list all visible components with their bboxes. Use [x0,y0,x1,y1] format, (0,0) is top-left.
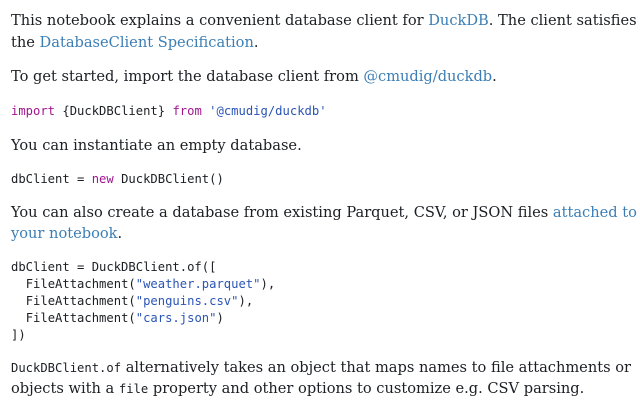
instantiate-paragraph: You can instantiate an empty database. [11,137,302,154]
get-started-text: . [492,68,497,85]
file-attachment-call: FileAttachment( [25,277,136,291]
intro-text: . [253,34,259,51]
files-text: You can also create a database from exis… [11,204,553,221]
outro-text: property and other options to customize … [148,380,585,397]
code-close: ) [216,311,224,325]
code-indent [11,294,26,308]
file-string-cars: "cars.json" [135,311,217,325]
inline-code-duckdbclient-of: DuckDBClient.of [11,361,122,375]
duckdb-link[interactable]: DuckDB [428,12,489,29]
database-client-spec-link[interactable]: DatabaseClient Specification [39,34,254,51]
import-names: {DuckDBClient} [55,104,173,118]
cmudig-duckdb-link[interactable]: @cmudig/duckdb [363,68,493,85]
get-started-text: To get started, import the database clie… [11,68,364,85]
outro-text: objects with a [11,380,119,397]
attached-to-notebook-link[interactable]: your notebook [11,225,118,242]
intro-line-2: the DatabaseClient Specification. [11,32,259,53]
files-line-1: You can also create a database from exis… [11,202,637,223]
code-close: ), [238,294,254,308]
file-attachment-call: FileAttachment( [25,294,136,308]
outro-text: alternatively takes an object that maps … [121,359,631,376]
intro-text: This notebook explains a convenient data… [11,12,429,29]
import-code-cell[interactable]: import {DuckDBClient} from '@cmudig/duck… [11,103,327,120]
outro-line-2: objects with a file property and other o… [11,378,584,400]
code-assignment: dbClient = [11,172,92,186]
keyword-import: import [11,104,56,118]
code-indent [11,277,26,291]
code-constructor: DuckDBClient() [113,172,224,186]
outro-line-1: DuckDBClient.of alternatively takes an o… [11,357,631,379]
empty-client-code-cell[interactable]: dbClient = new DuckDBClient() [11,171,224,188]
code-end: ]) [11,328,26,342]
intro-text: . The client satisfies [488,12,637,29]
inline-code-file: file [118,382,149,396]
intro-text: the [11,34,40,51]
code-line-1: dbClient = DuckDBClient.of([ [11,260,217,274]
attached-to-notebook-link[interactable]: attached to [552,204,637,221]
file-attachment-call: FileAttachment( [25,311,136,325]
code-indent [11,311,26,325]
code-close: ), [260,277,276,291]
get-started-paragraph: To get started, import the database clie… [11,66,497,87]
intro-line-1: This notebook explains a convenient data… [11,10,637,31]
of-code-cell[interactable]: dbClient = DuckDBClient.of([ FileAttachm… [11,259,275,344]
keyword-from: from [172,104,202,118]
files-line-2: your notebook. [11,223,122,244]
module-string: '@cmudig/duckdb' [209,104,327,118]
file-string-penguins: "penguins.csv" [135,294,239,308]
files-text: . [117,225,123,242]
keyword-new: new [91,172,114,186]
file-string-weather: "weather.parquet" [135,277,261,291]
